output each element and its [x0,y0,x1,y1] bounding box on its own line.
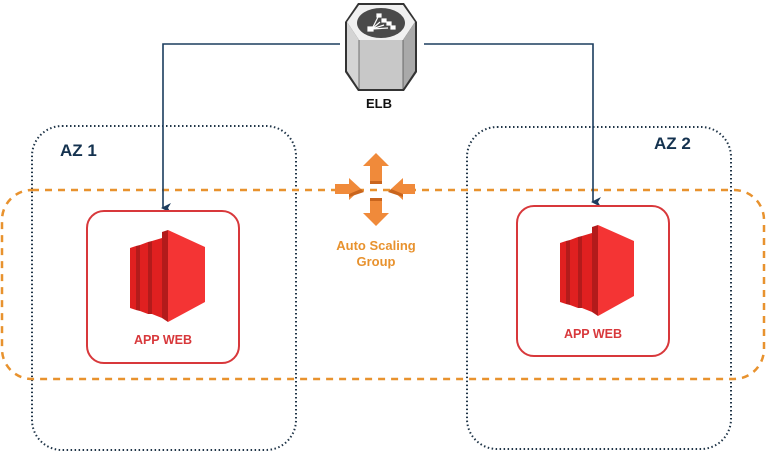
connector-elb-to-app-2 [424,43,601,207]
availability-zone-1-container [31,125,297,451]
ec2-instance-icon [130,230,205,322]
app-web-2-label: APP WEB [563,327,623,341]
auto-scaling-group-label-line2: Group [356,254,396,269]
auto-scaling-arrows-icon [335,153,415,226]
elb-hexagon-icon[interactable] [345,3,417,91]
auto-scaling-group-container [0,188,766,381]
connector-elb-to-app-1 [161,43,340,213]
auto-scaling-group-label-line1: Auto Scaling [336,238,416,253]
availability-zone-1-label: AZ 1 [60,141,97,160]
elb-label: ELB [366,96,392,111]
auto-scaling-group-label: Auto Scaling Group [326,238,426,270]
availability-zone-2-label: AZ 2 [654,134,691,153]
ec2-instance-icon [560,225,634,316]
app-web-1-label: APP WEB [133,333,193,347]
